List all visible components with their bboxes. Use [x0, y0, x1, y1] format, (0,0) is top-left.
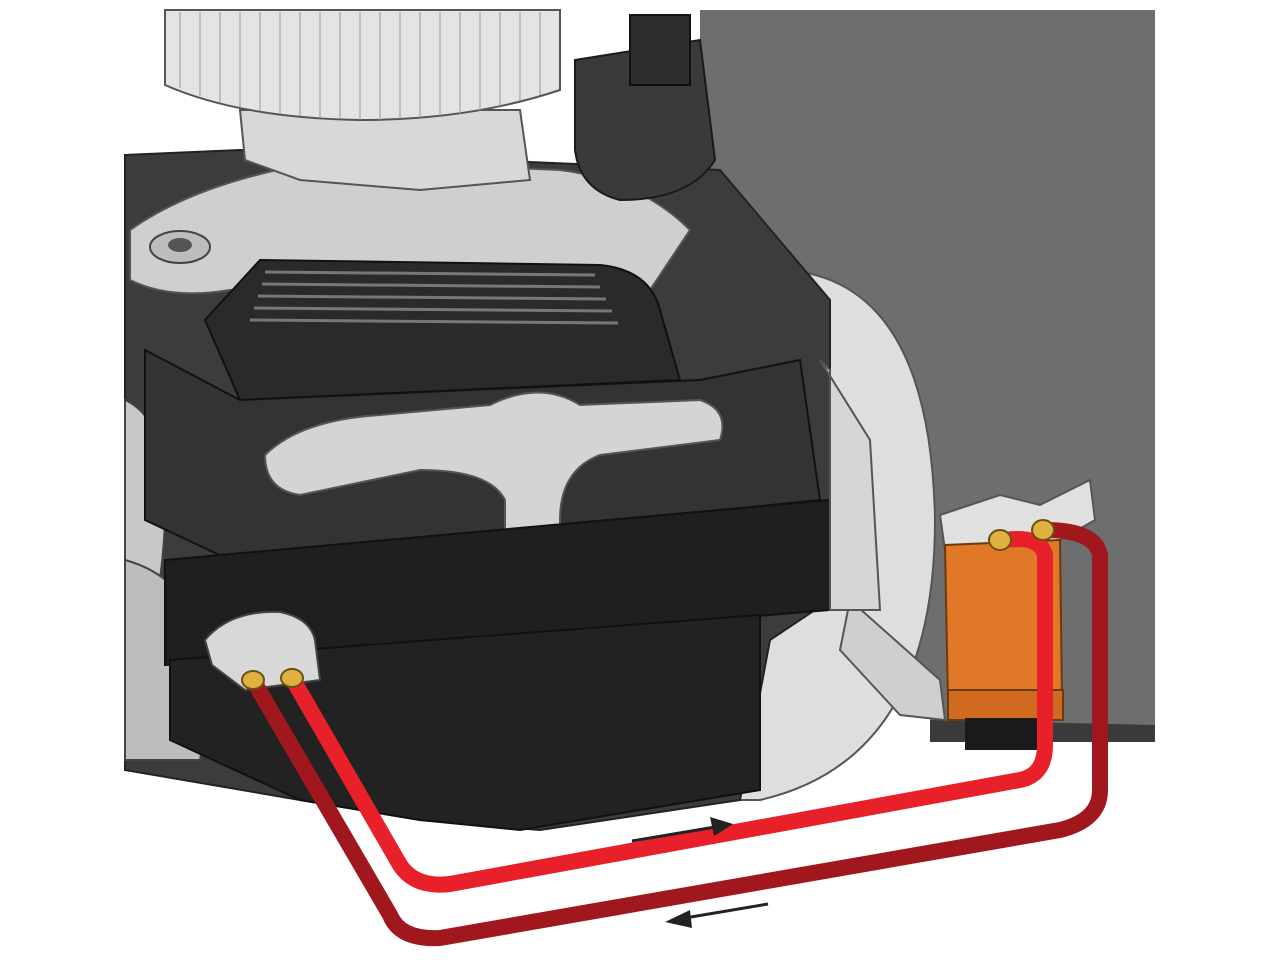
- flow-arrow-left: [665, 902, 769, 928]
- air-cleaner: [164, 9, 561, 122]
- filter-mount-foot: [965, 718, 1045, 750]
- hose-return: [284, 531, 1053, 893]
- fitting-filter-left: [988, 529, 1012, 551]
- valve-cover-fins: [249, 270, 619, 325]
- carburetor: [238, 109, 532, 192]
- oil-hoses: [245, 522, 1108, 947]
- engine-plate: [819, 359, 882, 611]
- hose-fittings: [241, 519, 1055, 690]
- bell-housing-bracket: [838, 598, 947, 722]
- fitting-adapter-left: [241, 670, 265, 690]
- fitting-filter-right: [1031, 519, 1055, 541]
- flow-arrow-right: [631, 817, 733, 843]
- air-cleaner-pleats: [179, 12, 541, 120]
- fitting-adapter-right: [280, 668, 304, 688]
- thermostat-outlet: [168, 238, 192, 252]
- distributor-cap: [629, 14, 691, 86]
- hose-supply: [245, 522, 1108, 947]
- valve-cover: [203, 258, 682, 402]
- exhaust-manifold: [263, 391, 724, 577]
